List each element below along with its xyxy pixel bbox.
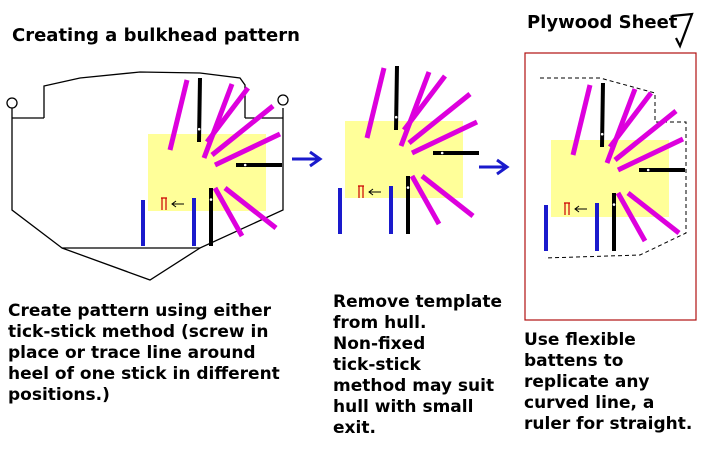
step2-caption: Remove template from hull. Non-fixed tic… xyxy=(333,292,503,438)
heel-mark xyxy=(197,127,201,131)
tick-stick-magenta xyxy=(615,191,648,243)
tick-stick-magenta xyxy=(407,92,472,145)
page-title: Creating a bulkhead pattern xyxy=(12,25,300,46)
right-arrow-icon xyxy=(479,158,510,176)
tick-stick-magenta xyxy=(604,88,638,164)
tick-stick-magenta xyxy=(398,71,432,147)
tick-stick-magenta xyxy=(420,174,475,218)
cut-line xyxy=(540,77,687,259)
left-arrow-icon xyxy=(368,188,381,196)
plywood-sheet xyxy=(524,52,697,321)
tick-stick-magenta xyxy=(167,79,190,151)
reference-mark xyxy=(358,185,364,198)
tick-stick-magenta xyxy=(212,186,245,238)
tick-stick-black xyxy=(197,77,202,143)
tick-stick-magenta xyxy=(210,104,275,157)
heel-mark xyxy=(209,198,213,201)
tick-stick-black xyxy=(394,65,399,131)
heel-mark xyxy=(243,163,247,167)
step3-caption: Use flexible battens to replicate any cu… xyxy=(524,330,693,434)
step1-caption: Create pattern using either tick-stick m… xyxy=(8,301,280,405)
tick-stick-magenta xyxy=(201,83,235,159)
heel-mark xyxy=(440,151,444,155)
left-arrow-icon xyxy=(574,205,587,213)
tick-stick-magenta xyxy=(616,136,685,173)
left-arrow-icon xyxy=(171,200,184,208)
tick-stick-magenta xyxy=(410,119,479,156)
tick-stick-magenta xyxy=(364,67,387,139)
tick-stick-magenta xyxy=(223,186,278,230)
right-arrow-icon xyxy=(292,150,323,168)
tick-stick-black xyxy=(600,82,605,148)
reference-mark xyxy=(161,197,167,210)
heel-mark xyxy=(600,132,604,136)
sheet-label: Plywood Sheet xyxy=(527,12,678,33)
heel-mark xyxy=(612,203,616,206)
heel-mark xyxy=(406,186,410,189)
check-mark-icon xyxy=(671,12,694,49)
tick-stick-magenta xyxy=(409,174,442,226)
tick-stick-magenta xyxy=(213,131,282,168)
reference-mark xyxy=(564,202,570,215)
hull-outline xyxy=(6,71,289,281)
heel-mark xyxy=(394,115,398,119)
tick-stick-magenta xyxy=(570,84,593,156)
tick-stick-magenta xyxy=(626,191,681,235)
tick-stick-magenta xyxy=(613,109,678,162)
heel-mark xyxy=(646,168,650,172)
